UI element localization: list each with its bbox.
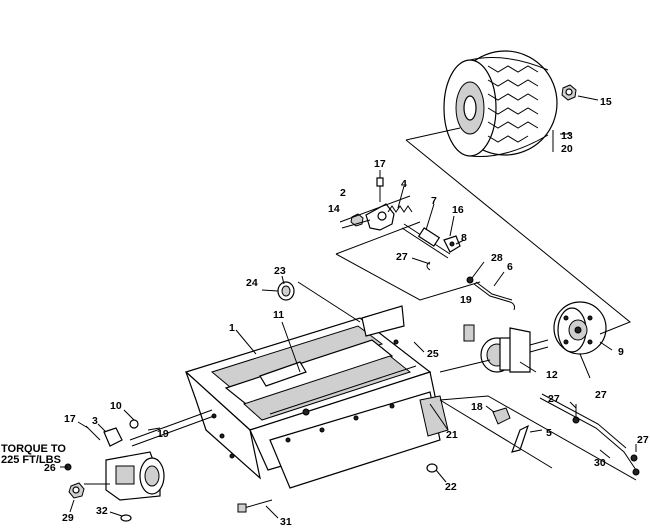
callout-27-rod: 27 — [637, 434, 649, 446]
torque-note-line1: TORQUE TO — [1, 443, 66, 455]
callout-20: 20 — [561, 143, 573, 155]
left-small-parts — [64, 419, 139, 522]
callout-31: 31 — [280, 516, 292, 528]
callout-30: 30 — [594, 457, 606, 469]
wheel-motor-right — [480, 327, 549, 373]
callout-6: 6 — [507, 261, 513, 273]
callout-27-lever: 27 — [548, 393, 560, 405]
callout-17-top: 17 — [374, 158, 386, 170]
callout-labels: 1 2 3 4 5 6 7 8 9 10 11 12 13 14 15 16 1… — [1, 96, 649, 528]
torque-note-line2: 225 FT/LBS — [1, 454, 61, 466]
axle-shaft — [129, 409, 215, 447]
callout-22: 22 — [445, 481, 457, 493]
wheel-motor-left — [84, 451, 165, 501]
callout-28: 28 — [491, 252, 503, 264]
wheel-nut — [561, 84, 577, 101]
spacer-upper — [463, 324, 475, 342]
callout-14: 14 — [328, 203, 340, 215]
tire-wheel — [443, 50, 558, 158]
callout-25: 25 — [427, 348, 439, 360]
lever-parts — [237, 393, 640, 513]
main-frame — [184, 305, 449, 489]
callout-21: 21 — [446, 429, 458, 441]
callout-1: 1 — [229, 322, 235, 334]
callout-11: 11 — [273, 309, 284, 321]
callout-26: 26 — [44, 462, 56, 474]
leader-lines — [60, 95, 637, 519]
callout-17-left: 17 — [64, 413, 76, 425]
callout-19-lower: 19 — [157, 428, 169, 440]
callout-19-upper: 19 — [460, 294, 472, 306]
callout-7: 7 — [431, 195, 437, 207]
callout-29: 29 — [62, 512, 74, 524]
brake-linkage — [350, 177, 515, 311]
callout-3: 3 — [92, 415, 98, 427]
callout-2: 2 — [340, 187, 346, 199]
callout-24: 24 — [246, 277, 258, 289]
callout-9: 9 — [618, 346, 624, 358]
callout-27-linkage: 27 — [396, 251, 408, 263]
callout-15: 15 — [600, 96, 612, 108]
callout-10: 10 — [110, 400, 122, 412]
callout-27-hub: 27 — [595, 389, 607, 401]
callout-12: 12 — [546, 369, 558, 381]
callout-8: 8 — [461, 232, 467, 244]
callout-23: 23 — [274, 265, 286, 277]
callout-16: 16 — [452, 204, 464, 216]
callout-4: 4 — [401, 178, 407, 190]
callout-18: 18 — [471, 401, 483, 413]
wheel-hub — [553, 301, 607, 355]
callout-32: 32 — [96, 505, 108, 517]
callout-13: 13 — [561, 130, 573, 142]
bearing-flange — [261, 281, 295, 301]
callout-5: 5 — [546, 427, 552, 439]
